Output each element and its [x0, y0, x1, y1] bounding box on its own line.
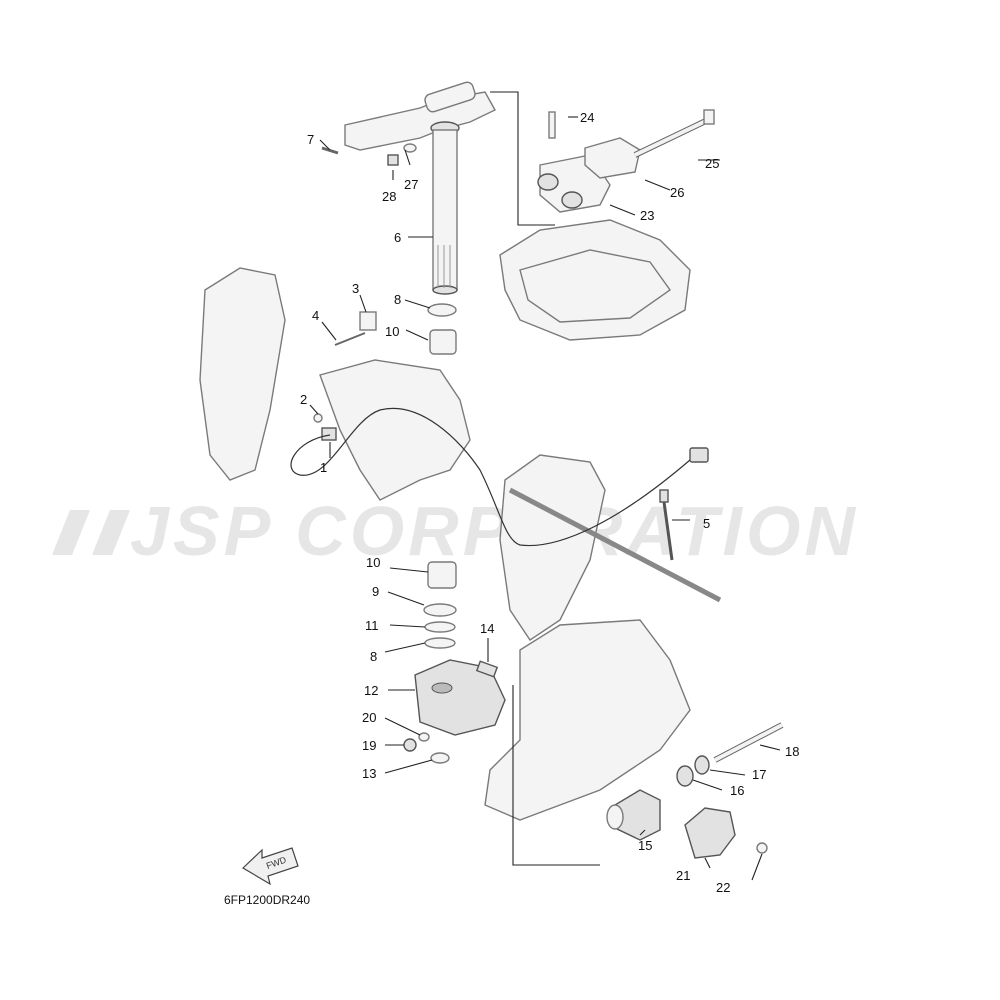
callout-23: 23	[640, 208, 654, 223]
sensor-3	[359, 311, 377, 331]
swivel-bracket-left	[199, 267, 471, 501]
watermark: JSP CORPORATION	[52, 492, 859, 570]
plate-14	[475, 660, 499, 678]
o-ring-20	[418, 732, 430, 742]
callout-27: 27	[404, 177, 418, 192]
connector	[689, 447, 709, 463]
washer-17	[694, 755, 710, 775]
callout-12: 12	[364, 683, 378, 698]
callout-8-upper: 8	[394, 292, 401, 307]
callout-24: 24	[580, 110, 594, 125]
bolt-22	[756, 842, 768, 854]
callout-2: 2	[300, 392, 307, 407]
steering-shaft	[432, 129, 458, 295]
watermark-text: JSP CORPORATION	[130, 492, 859, 570]
callout-11: 11	[365, 618, 379, 633]
callout-28: 28	[382, 189, 396, 204]
bushing-10-lower	[427, 561, 457, 589]
callout-26: 26	[670, 185, 684, 200]
washer-8-lower	[424, 637, 456, 649]
callout-10-upper: 10	[385, 324, 399, 339]
grease-nipple-19	[403, 738, 417, 752]
callout-5: 5	[703, 516, 710, 531]
bolt-18	[713, 722, 784, 763]
sensor-1	[321, 427, 337, 441]
upper-housing	[499, 219, 691, 341]
callout-16: 16	[730, 783, 744, 798]
plug-28	[387, 154, 399, 166]
callout-25: 25	[705, 156, 719, 171]
callout-4: 4	[312, 308, 319, 323]
cover-21	[684, 807, 736, 859]
bushing-10-upper	[429, 329, 457, 355]
callout-9: 9	[372, 584, 379, 599]
lower-mount-housing	[484, 619, 691, 821]
leader-lines	[309, 91, 781, 881]
callout-13: 13	[362, 766, 376, 781]
o-ring-13	[430, 752, 450, 764]
callout-7: 7	[307, 132, 314, 147]
fwd-arrow-icon: FWD	[242, 847, 299, 886]
washer-27	[403, 143, 417, 153]
callout-8-lower: 8	[370, 649, 377, 664]
callout-10-lower: 10	[366, 555, 380, 570]
washer-11	[424, 621, 456, 633]
callout-20: 20	[362, 710, 376, 725]
steering-bracket	[344, 81, 496, 151]
mount-rubber-15	[606, 789, 661, 841]
bolt-24	[548, 111, 556, 139]
washer-16	[676, 765, 694, 787]
callout-18: 18	[785, 744, 799, 759]
callout-14: 14	[480, 621, 494, 636]
screw-2	[313, 413, 323, 423]
callout-17: 17	[752, 767, 766, 782]
wire-harness	[290, 407, 691, 547]
callout-22: 22	[716, 880, 730, 895]
washer-8-upper	[427, 303, 457, 317]
callout-15: 15	[638, 838, 652, 853]
pin-7	[321, 146, 339, 155]
cable-tie-5	[659, 489, 674, 561]
callout-1: 1	[320, 460, 327, 475]
callout-19: 19	[362, 738, 376, 753]
swivel-bracket-right	[499, 454, 722, 641]
lower-clamp-12	[414, 659, 506, 736]
gasket-26	[584, 137, 641, 179]
washer-9	[423, 603, 457, 617]
callouts: 1 2 3 4 5 6 7 8 8 9 10 10 11 12 13 14 15…	[300, 110, 799, 895]
diagram-code: 6FP1200DR240	[224, 893, 310, 907]
callout-3: 3	[352, 281, 359, 296]
bolt-25	[633, 109, 715, 158]
pin-4	[334, 332, 366, 346]
callout-21: 21	[676, 868, 690, 883]
callout-6: 6	[394, 230, 401, 245]
